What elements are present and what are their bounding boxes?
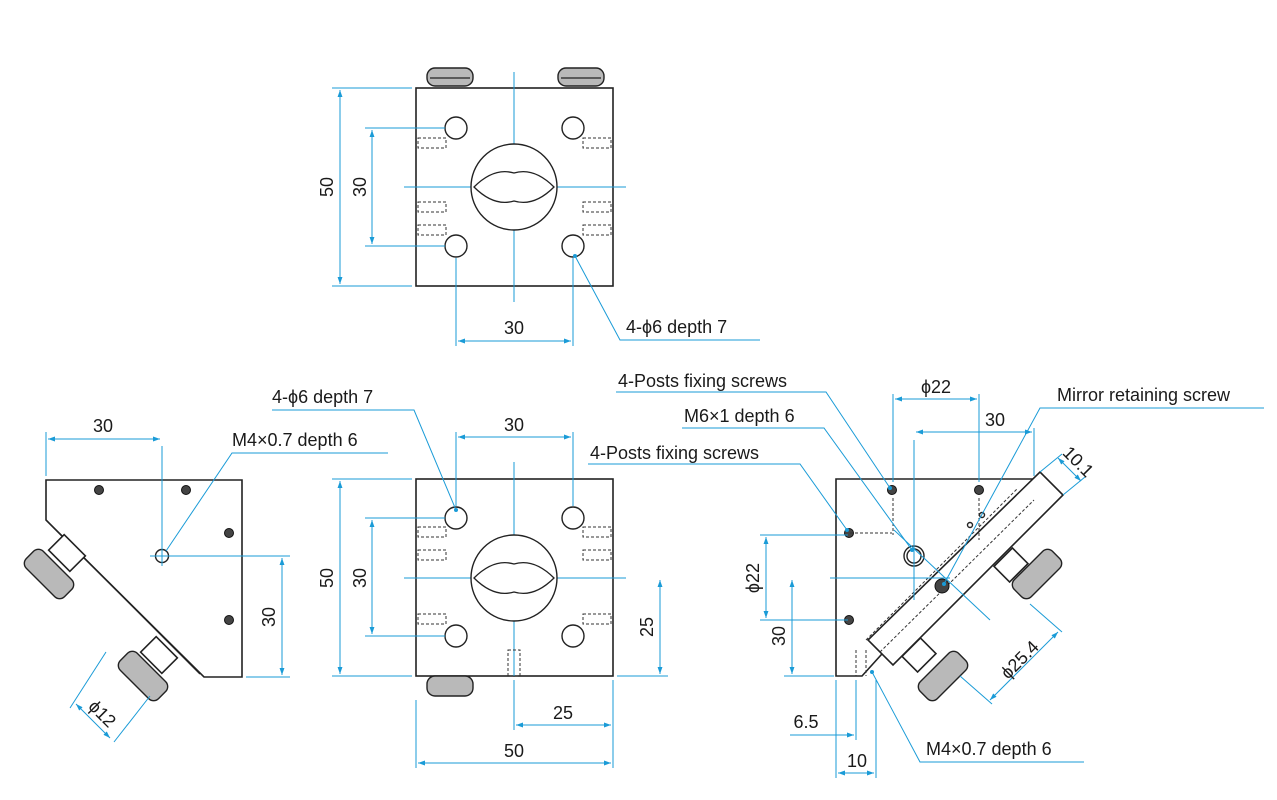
top-view: 50 30 30 4-ϕ6 depth 7: [317, 67, 760, 346]
hidden-screws: [417, 137, 612, 236]
mirror-screw-note: Mirror retaining screw: [1057, 385, 1231, 405]
mirror-retaining-screw-icon: [934, 578, 950, 594]
leader-holes-note: 4-ϕ6 depth 7: [573, 254, 760, 341]
dim-label: ϕ22: [743, 563, 763, 593]
right-view: ϕ22 30 10.1 ϕ22 30 ϕ25.4: [588, 371, 1264, 778]
adjuster-knob-bottom: [426, 675, 474, 697]
mounting-hole: [444, 624, 468, 648]
dimension-dia25-4: ϕ25.4: [959, 603, 1063, 705]
posts-screws-note: 4-Posts fixing screws: [618, 371, 787, 391]
dimension-dia22-side: ϕ22: [743, 534, 848, 621]
dim-label: 30: [350, 568, 370, 588]
side-body: [45, 479, 243, 678]
dimension-25-vertical: 25: [617, 580, 668, 677]
dimension-50-vertical: 50: [317, 87, 412, 287]
dimension-30-top: 30: [455, 415, 574, 506]
dimension-30-side: 30: [246, 558, 290, 678]
dim-label: 30: [93, 416, 113, 436]
hidden-screws: [417, 526, 612, 677]
screw-icon: [224, 528, 234, 538]
dim-label: 30: [769, 626, 789, 646]
m6-note: M6×1 depth 6: [684, 406, 795, 426]
leader-holes-note: 4-ϕ6 depth 7: [272, 387, 458, 512]
dimension-30-vertical: 30: [350, 517, 445, 637]
tap-note: M4×0.7 depth 6: [232, 430, 358, 450]
dimension-30-top: 30: [916, 410, 1035, 476]
dimension-50-horizontal: 50: [415, 700, 611, 768]
leader-tap-note: M4×0.7 depth 6: [870, 670, 1084, 763]
dim-label: 50: [317, 177, 337, 197]
dim-label: 25: [637, 617, 657, 637]
knob-upper: [992, 546, 1063, 600]
dimension-50-vertical: 50: [317, 478, 412, 677]
central-aperture: [470, 143, 558, 231]
mounting-hole: [561, 506, 585, 530]
screw-icon: [181, 485, 191, 495]
dim-label: 30: [504, 415, 524, 435]
left-view: 30 30 ϕ12 M4×0.7 depth 6: [23, 416, 388, 743]
mounting-hole: [444, 116, 468, 140]
dimension-30-horizontal: 30: [455, 258, 574, 346]
holes-note: 4-ϕ6 depth 7: [626, 317, 727, 337]
leader-posts-screws-2: 4-Posts fixing screws: [588, 443, 849, 532]
dimension-30-vertical: 30: [350, 127, 445, 247]
mounting-hole: [561, 624, 585, 648]
adjuster-knob-right: [557, 67, 605, 87]
leader-tap-note: M4×0.7 depth 6: [165, 430, 388, 552]
central-aperture: [470, 534, 558, 622]
knob-lower: [117, 635, 179, 702]
knob-lower: [900, 636, 969, 702]
dim-label: 50: [317, 568, 337, 588]
mounting-hole: [444, 234, 468, 258]
screw-icon: [974, 485, 984, 495]
tap-note: M4×0.7 depth 6: [926, 739, 1052, 759]
adjuster-knob-left: [426, 67, 474, 87]
dimension-25-horizontal: 25: [513, 680, 614, 768]
holes-note: 4-ϕ6 depth 7: [272, 387, 373, 407]
mounting-hole: [561, 116, 585, 140]
knob-upper: [23, 533, 87, 600]
dimension-dia22-top: ϕ22: [892, 377, 980, 482]
dim-label: 50: [504, 741, 524, 761]
dim-label: 6.5: [793, 712, 818, 732]
mounting-hole: [561, 234, 585, 258]
dim-label: 10.1: [1059, 442, 1098, 481]
dimension-10: 10: [838, 680, 877, 778]
dimension-30-top: 30: [45, 416, 160, 476]
dim-label: ϕ12: [85, 696, 120, 731]
front-view: 30 50 30 25 25 50: [272, 387, 668, 768]
dimension-6-5: 6.5: [790, 680, 857, 778]
dim-label: ϕ22: [921, 377, 951, 397]
screw-icon: [224, 615, 234, 625]
dim-label: 25: [553, 703, 573, 723]
dim-label: 30: [985, 410, 1005, 430]
dim-label: 30: [350, 177, 370, 197]
dim-label: 30: [504, 318, 524, 338]
posts-screws-note: 4-Posts fixing screws: [590, 443, 759, 463]
leader-mirror-screw: Mirror retaining screw: [942, 385, 1264, 586]
dim-label: 30: [259, 607, 279, 627]
dim-label: 10: [847, 751, 867, 771]
leader-m6-note: M6×1 depth 6: [682, 406, 914, 552]
leader-posts-screws-1: 4-Posts fixing screws: [616, 371, 892, 490]
dimension-30-side: 30: [769, 580, 834, 677]
screw-icon: [94, 485, 104, 495]
dim-label: ϕ25.4: [997, 637, 1043, 683]
